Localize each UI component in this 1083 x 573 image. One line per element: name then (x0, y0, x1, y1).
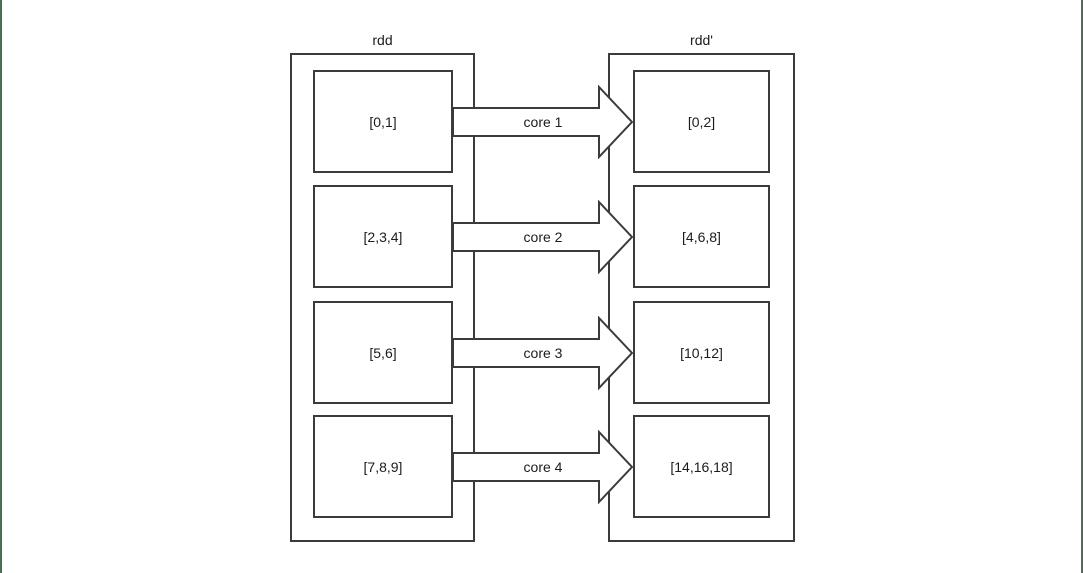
rdd-prime-partition-1: [0,2] (633, 70, 770, 173)
rdd-partition-3: [5,6] (313, 301, 453, 404)
rdd-partition-2: [2,3,4] (313, 185, 453, 288)
map-arrow-3 (452, 316, 634, 390)
core-3-label: core 3 (523, 345, 563, 361)
map-arrow-2 (452, 200, 634, 274)
rdd-container-label: rdd (372, 32, 393, 48)
rdd-prime-partition-3: [10,12] (633, 301, 770, 404)
core-2-label: core 2 (523, 229, 563, 245)
core-1-label: core 1 (523, 114, 563, 130)
left-edge-strip (0, 0, 2, 573)
core-4-label: core 4 (523, 459, 563, 475)
rdd-partition-1: [0,1] (313, 70, 453, 173)
rdd-prime-container-label: rdd' (690, 32, 713, 48)
map-arrow-4 (452, 430, 634, 504)
map-arrow-1 (452, 85, 634, 159)
right-edge-strip (1081, 0, 1083, 573)
rdd-partition-4: [7,8,9] (313, 415, 453, 518)
rdd-prime-partition-4: [14,16,18] (633, 415, 770, 518)
rdd-prime-partition-2: [4,6,8] (633, 185, 770, 288)
